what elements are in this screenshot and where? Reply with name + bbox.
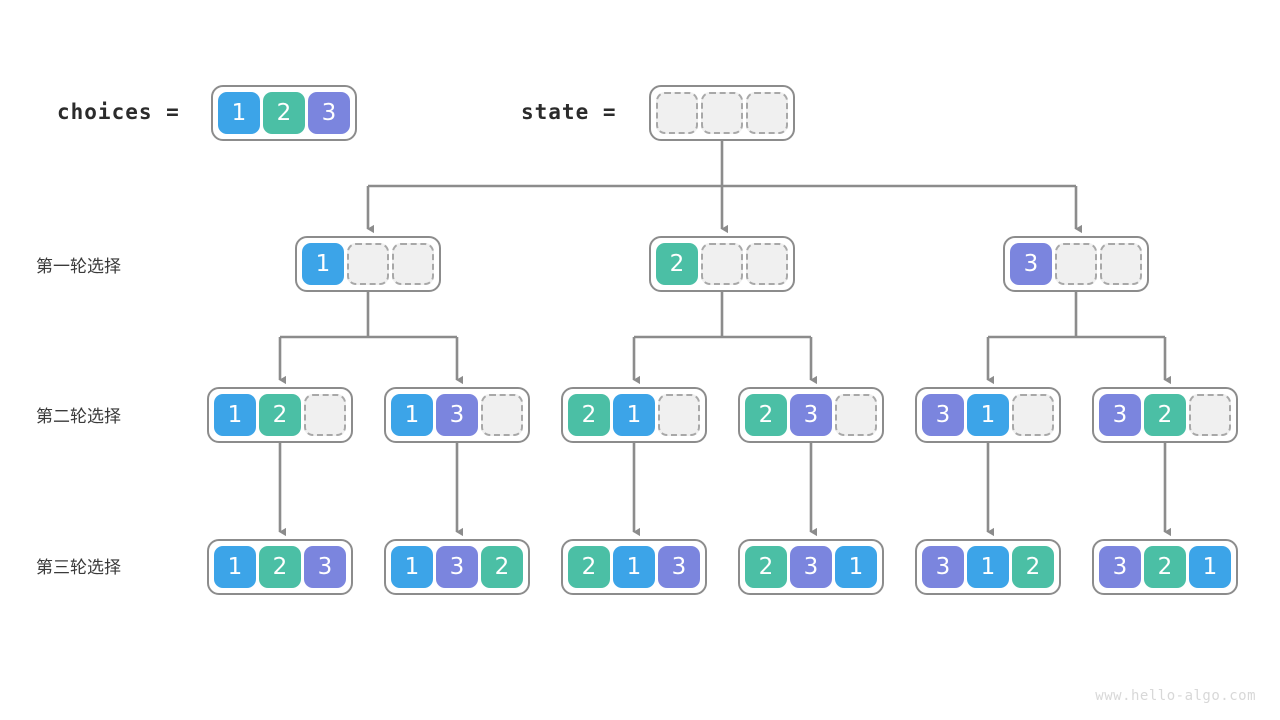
round1-node3-empty-cell-2	[1100, 243, 1142, 285]
round2-node2-empty-cell-2	[481, 394, 523, 436]
round3-node1-cell-0: 1	[214, 546, 256, 588]
round2-node3-empty-cell-2	[658, 394, 700, 436]
tree-node-round1-3: 3	[1003, 236, 1149, 292]
round2-node5-cell-0: 3	[922, 394, 964, 436]
round3-node5-cell-1: 1	[967, 546, 1009, 588]
round2-node6-cell-1: 2	[1144, 394, 1186, 436]
round2-node1-empty-cell-2	[304, 394, 346, 436]
round2-node1-cell-1: 2	[259, 394, 301, 436]
round3-node5-cell-2: 2	[1012, 546, 1054, 588]
state-empty-cell-0	[656, 92, 698, 134]
round2-node4-cell-0: 2	[745, 394, 787, 436]
choices-cell-2: 3	[308, 92, 350, 134]
round3-node3-cell-1: 1	[613, 546, 655, 588]
round1-node1-empty-cell-1	[347, 243, 389, 285]
round2-node4-empty-cell-2	[835, 394, 877, 436]
round1-node2-empty-cell-1	[701, 243, 743, 285]
round2-node6-cell-0: 3	[1099, 394, 1141, 436]
state-empty-cell-1	[701, 92, 743, 134]
choices-label: choices =	[57, 100, 180, 124]
round2-node6-empty-cell-2	[1189, 394, 1231, 436]
round2-node1-cell-0: 1	[214, 394, 256, 436]
row-label-round-3: 第三轮选择	[36, 558, 121, 578]
round1-node3-cell-0: 3	[1010, 243, 1052, 285]
row-label-round-2: 第二轮选择	[36, 407, 121, 427]
round3-node6-cell-2: 1	[1189, 546, 1231, 588]
choices-cell-0: 1	[218, 92, 260, 134]
round3-node1-cell-2: 3	[304, 546, 346, 588]
state-array	[649, 85, 795, 141]
round3-node2-cell-1: 3	[436, 546, 478, 588]
round1-node1-empty-cell-2	[392, 243, 434, 285]
round3-node2-cell-0: 1	[391, 546, 433, 588]
round3-node1-cell-1: 2	[259, 546, 301, 588]
round2-node5-empty-cell-2	[1012, 394, 1054, 436]
round3-node6-cell-0: 3	[1099, 546, 1141, 588]
round3-node2-cell-2: 2	[481, 546, 523, 588]
tree-node-round1-1: 1	[295, 236, 441, 292]
round3-node5-cell-0: 3	[922, 546, 964, 588]
round2-node2-cell-1: 3	[436, 394, 478, 436]
round2-node2-cell-0: 1	[391, 394, 433, 436]
round3-node6-cell-1: 2	[1144, 546, 1186, 588]
round1-node3-empty-cell-1	[1055, 243, 1097, 285]
round1-node1-cell-0: 1	[302, 243, 344, 285]
round3-node4-cell-0: 2	[745, 546, 787, 588]
round2-node3-cell-0: 2	[568, 394, 610, 436]
round1-node2-cell-0: 2	[656, 243, 698, 285]
round3-node3-cell-2: 3	[658, 546, 700, 588]
round1-node2-empty-cell-2	[746, 243, 788, 285]
round2-node4-cell-1: 3	[790, 394, 832, 436]
round3-node4-cell-2: 1	[835, 546, 877, 588]
round3-node3-cell-0: 2	[568, 546, 610, 588]
state-empty-cell-2	[746, 92, 788, 134]
choices-cell-1: 2	[263, 92, 305, 134]
state-label: state =	[521, 100, 617, 124]
row-label-round-1: 第一轮选择	[36, 257, 121, 277]
watermark: www.hello-algo.com	[1095, 688, 1256, 704]
round3-node4-cell-1: 3	[790, 546, 832, 588]
round2-node5-cell-1: 1	[967, 394, 1009, 436]
round2-node3-cell-1: 1	[613, 394, 655, 436]
tree-node-round1-2: 2	[649, 236, 795, 292]
